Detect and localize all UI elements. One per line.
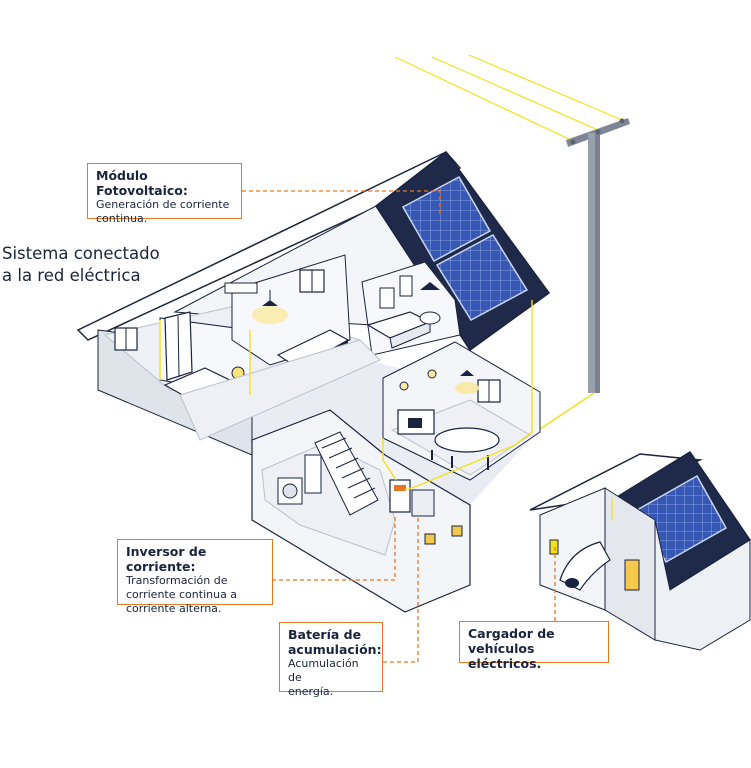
callout-inverter-line1: Transformación de xyxy=(126,574,228,587)
callout-battery-heading-1: Batería de xyxy=(288,627,362,642)
callout-solar-module-heading: Módulo Fotovoltaico: xyxy=(96,168,188,198)
ev-charger xyxy=(549,539,559,555)
callout-ev-charger-heading-2: vehículos eléctricos. xyxy=(468,641,542,671)
diagram-title: Sistema conectado a la red eléctrica xyxy=(2,243,160,287)
callout-inverter-heading: Inversor de corriente: xyxy=(126,544,207,574)
callout-solar-module-line1: Generación de corriente xyxy=(96,198,230,211)
callout-battery-line2: energía. xyxy=(288,685,334,698)
power-lines xyxy=(394,54,623,142)
title-line-1: Sistema conectado xyxy=(2,244,160,263)
title-line-2: a la red eléctrica xyxy=(2,266,141,285)
callout-solar-module: Módulo Fotovoltaico: Generación de corri… xyxy=(87,163,242,225)
grid-connection-wire xyxy=(536,392,595,432)
callout-ev-charger: Cargador de vehículos eléctricos. xyxy=(459,621,609,671)
main-house xyxy=(76,150,551,613)
utility-pole xyxy=(566,118,630,393)
garage xyxy=(529,450,751,651)
leader-lines xyxy=(242,190,556,663)
callout-inverter-line2: corriente continua a xyxy=(126,588,238,601)
callout-inverter: Inversor de corriente: Transformación de… xyxy=(117,539,273,615)
callout-battery-line1: Acumulación de xyxy=(288,657,359,684)
callout-battery: Batería de acumulación: Acumulación de e… xyxy=(279,622,383,698)
inverter-device xyxy=(389,479,411,513)
battery-device xyxy=(411,489,435,517)
callout-inverter-line3: corriente alterna. xyxy=(126,602,222,615)
stairs xyxy=(314,431,379,516)
callout-ev-charger-heading-1: Cargador de xyxy=(468,626,555,641)
callout-solar-module-line2: continua. xyxy=(96,212,148,225)
callout-battery-heading-2: acumulación: xyxy=(288,642,382,657)
